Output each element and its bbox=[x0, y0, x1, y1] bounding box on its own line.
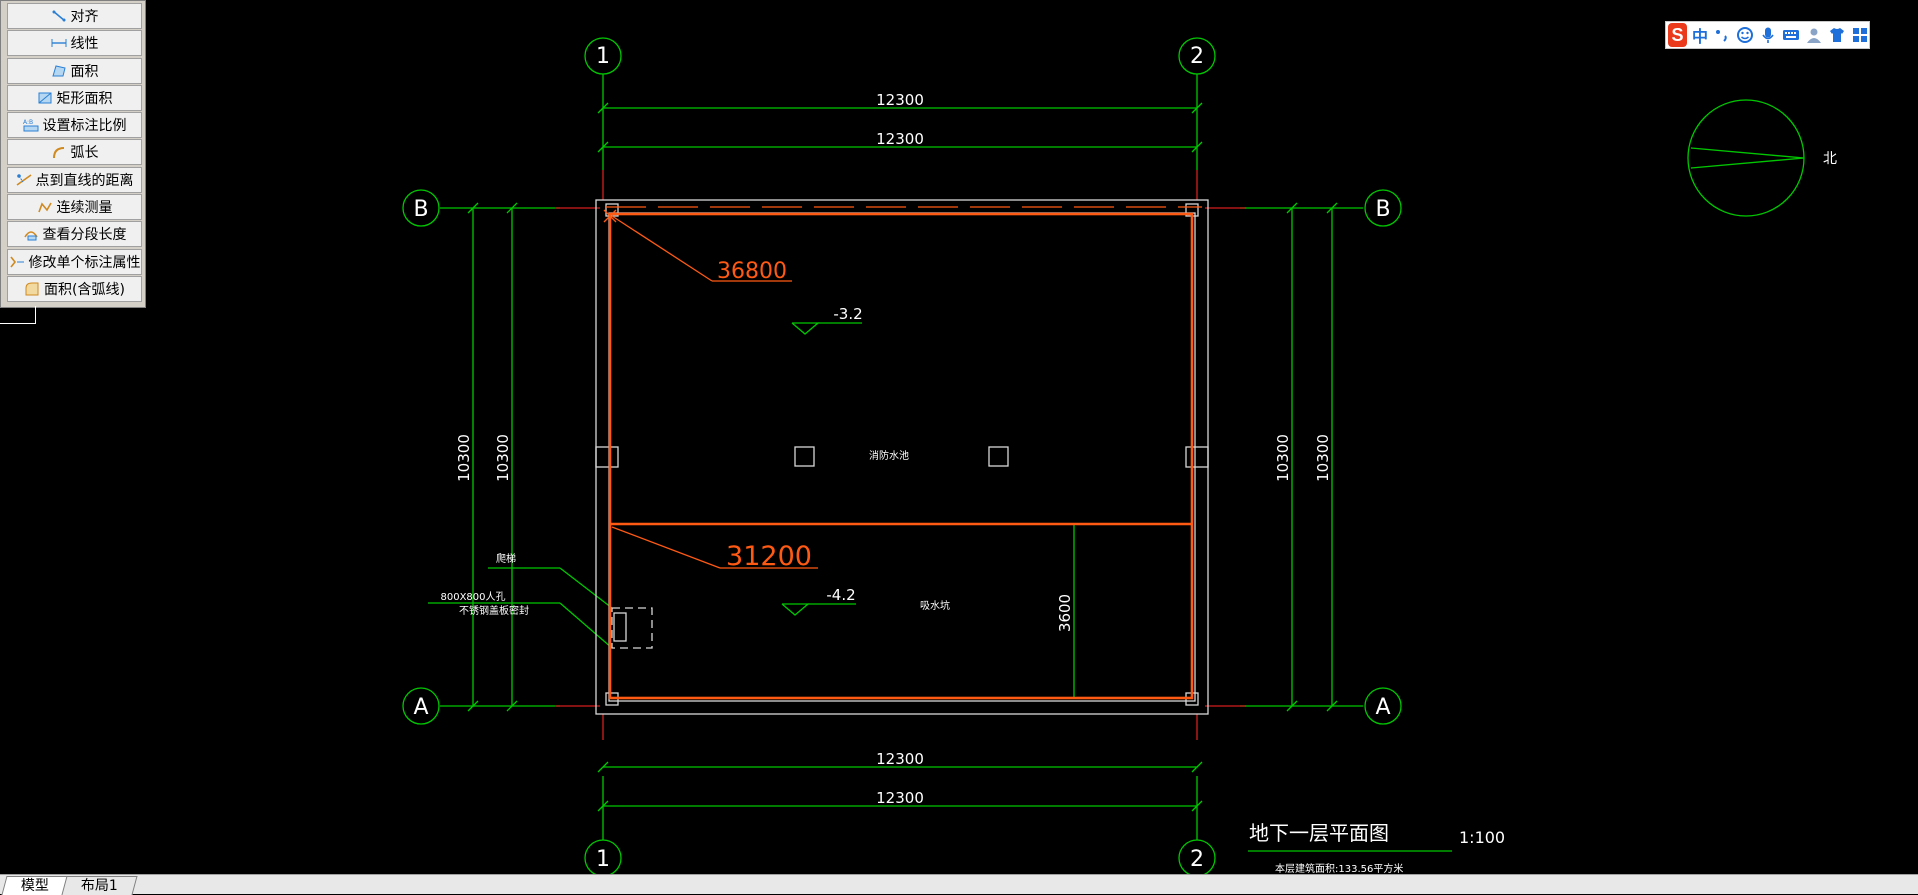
tab-layout1-label: 布局1 bbox=[80, 878, 118, 894]
dim-right-outer: 10300 bbox=[1314, 434, 1332, 482]
axis-label-rowB-right: B bbox=[1375, 197, 1390, 222]
pool-boundary bbox=[608, 212, 1194, 700]
align-dimension-icon bbox=[51, 9, 67, 23]
elevation-upper: -3.2 bbox=[833, 305, 862, 323]
dim-left-inner: 10300 bbox=[494, 434, 512, 482]
measure-toolbar: 对齐线性面积矩形面积 A:B 设置标注比例弧长点到直线的距离连续测量查看分段长度修改… bbox=[0, 0, 146, 308]
rect-area-icon bbox=[37, 91, 53, 105]
ime-language-toggle[interactable]: 中 bbox=[1691, 27, 1708, 46]
elevation-lower: -4.2 bbox=[826, 586, 855, 604]
area-label-lower: 31200 bbox=[726, 541, 812, 572]
tool-label: 修改单个标注属性 bbox=[28, 254, 141, 271]
room-label-upper: 消防水池 bbox=[869, 449, 909, 462]
tool-label: 对齐 bbox=[70, 9, 99, 25]
tool-label: 面积 bbox=[70, 63, 99, 80]
tool-continuous-measure-button[interactable]: 连续测量 bbox=[7, 194, 142, 221]
layout-tab-bar: 模型 布局1 bbox=[0, 874, 1918, 895]
dim-bottom-inner: 12300 bbox=[876, 750, 924, 768]
dim-left-outer: 10300 bbox=[455, 434, 473, 482]
tool-label: 面积(含弧线) bbox=[44, 281, 125, 298]
arc-length-icon bbox=[51, 145, 67, 159]
axis-label-col1-top: 1 bbox=[596, 44, 610, 69]
axis-bubble-rowA-left bbox=[402, 687, 440, 725]
axis-bubble-rowA-right bbox=[1364, 687, 1402, 725]
tool-label: 线性 bbox=[70, 36, 99, 53]
sump-square-left bbox=[794, 446, 815, 467]
axis-label-col2-top: 2 bbox=[1190, 44, 1204, 69]
axis-label-col2-bottom: 2 bbox=[1190, 847, 1204, 872]
dimension-scale-icon: A:B bbox=[23, 118, 39, 132]
user-icon[interactable] bbox=[1805, 26, 1823, 44]
drawing-area-note: 本层建筑面积:133.56平方米 bbox=[1275, 862, 1403, 875]
tool-label: 矩形面积 bbox=[56, 90, 113, 107]
punctuation-icon[interactable] bbox=[1713, 26, 1731, 44]
drawing-scale: 1:100 bbox=[1459, 828, 1505, 847]
emoji-icon[interactable] bbox=[1736, 26, 1754, 44]
skin-icon[interactable] bbox=[1828, 26, 1846, 44]
callout-ladder: 爬梯 bbox=[496, 552, 516, 565]
tool-label: 弧长 bbox=[70, 145, 99, 162]
drawing-title: 地下一层平面图 bbox=[1249, 821, 1389, 845]
area-icon bbox=[51, 64, 67, 78]
sump-square-right bbox=[988, 446, 1009, 467]
panel-grip bbox=[0, 306, 36, 324]
keyboard-icon[interactable] bbox=[1782, 26, 1800, 44]
tool-area-button[interactable]: 面积 bbox=[7, 57, 142, 84]
axis-bubble-col1-top bbox=[584, 37, 622, 75]
tool-align-dimension-button[interactable]: 对齐 bbox=[7, 3, 142, 29]
tool-point-to-line-button[interactable]: 点到直线的距离 bbox=[7, 166, 142, 193]
tab-layout1[interactable]: 布局1 bbox=[61, 876, 138, 895]
dim-bottom-outer: 12300 bbox=[876, 789, 924, 807]
north-label: 北 bbox=[1823, 151, 1837, 167]
callout-hatch-desc: 不锈钢盖板密封 bbox=[459, 604, 529, 617]
dim-top-outer: 12300 bbox=[876, 91, 924, 109]
ime-toolbar[interactable]: S 中 bbox=[1665, 21, 1870, 49]
axis-label-rowA-left: A bbox=[413, 695, 428, 720]
axis-bubble-rowB-right bbox=[1364, 189, 1402, 227]
axis-label-col1-bottom: 1 bbox=[596, 847, 610, 872]
point-to-line-icon bbox=[16, 173, 32, 187]
tab-model[interactable]: 模型 bbox=[1, 876, 69, 895]
axis-bubble-rowB-left bbox=[402, 189, 440, 227]
tool-label: 设置标注比例 bbox=[42, 118, 127, 135]
tool-label: 点到直线的距离 bbox=[35, 172, 134, 189]
arc-area-icon bbox=[24, 282, 40, 296]
tab-model-label: 模型 bbox=[20, 878, 49, 894]
dim-right-inner: 10300 bbox=[1274, 434, 1292, 482]
dim-interior: 3600 bbox=[1056, 594, 1074, 632]
sogou-logo-icon[interactable]: S bbox=[1668, 23, 1687, 47]
tool-edit-dimension-button[interactable]: 修改单个标注属性 bbox=[7, 248, 142, 275]
svg-text:A:B: A:B bbox=[23, 119, 33, 126]
microphone-icon[interactable] bbox=[1759, 26, 1777, 44]
area-label-upper: 36800 bbox=[717, 259, 787, 284]
access-hatch bbox=[611, 607, 653, 649]
edit-dimension-icon bbox=[9, 255, 25, 269]
tool-rect-area-button[interactable]: 矩形面积 bbox=[7, 84, 142, 111]
linear-dimension-icon bbox=[51, 36, 67, 50]
tool-segment-length-button[interactable]: 查看分段长度 bbox=[7, 221, 142, 248]
callout-hatch-size: 800X800人孔 bbox=[440, 591, 505, 603]
segment-length-icon bbox=[23, 227, 39, 241]
grid-menu-icon[interactable] bbox=[1851, 26, 1869, 44]
axis-bubble-col2-top bbox=[1178, 37, 1216, 75]
continuous-measure-icon bbox=[37, 200, 53, 214]
tool-arc-length-button[interactable]: 弧长 bbox=[7, 139, 142, 166]
tool-label: 查看分段长度 bbox=[42, 227, 127, 244]
axis-label-rowB-left: B bbox=[413, 197, 428, 222]
room-label-lower: 吸水坑 bbox=[920, 599, 950, 612]
tool-label: 连续测量 bbox=[56, 200, 113, 217]
axis-label-rowA-right: A bbox=[1375, 695, 1390, 720]
tool-linear-dimension-button[interactable]: 线性 bbox=[7, 30, 142, 57]
dim-top-inner: 12300 bbox=[876, 130, 924, 148]
tool-arc-area-button[interactable]: 面积(含弧线) bbox=[7, 275, 142, 302]
tool-dimension-scale-button[interactable]: A:B 设置标注比例 bbox=[7, 112, 142, 139]
